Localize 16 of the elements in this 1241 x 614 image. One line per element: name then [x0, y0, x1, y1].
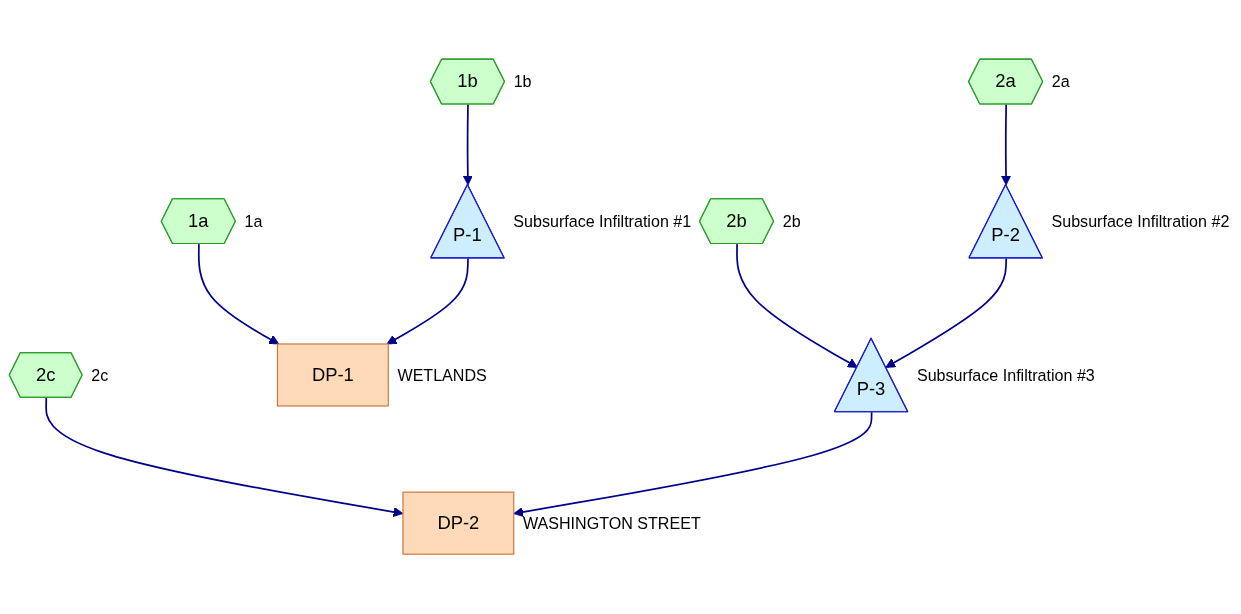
node-caption: WETLANDS — [397, 366, 487, 385]
node-box: DP-2 — [402, 491, 515, 556]
node-caption: 2a — [1051, 72, 1070, 91]
node-caption: 1a — [244, 212, 263, 231]
node-caption: WASHINGTON STREET — [522, 514, 701, 533]
node-caption: 2b — [782, 212, 801, 231]
node-caption: Subsurface Infiltration #2 — [1051, 212, 1230, 231]
node-caption: Subsurface Infiltration #1 — [513, 212, 692, 231]
node-box: DP-1 — [276, 343, 389, 407]
arrow — [197, 243, 280, 345]
arrow — [462, 104, 473, 186]
arrow — [736, 243, 858, 369]
arrow — [1001, 104, 1012, 186]
node-caption: 1b — [513, 72, 532, 91]
node-caption: 2c — [91, 366, 109, 385]
node-caption: Subsurface Infiltration #3 — [916, 366, 1095, 385]
